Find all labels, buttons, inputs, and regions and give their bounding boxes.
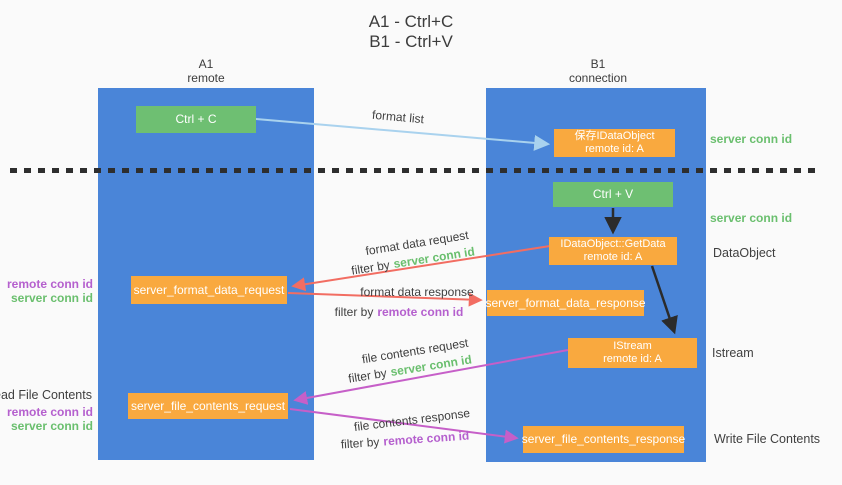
remote-conn-id-text-1: remote conn id: [377, 305, 464, 319]
title-line-2: B1 - Ctrl+V: [369, 32, 453, 51]
side-label-server-conn-id-mid: server conn id: [710, 211, 793, 225]
node-ctrl-c: Ctrl + C: [136, 106, 256, 133]
filter-by-text-4: filter by: [340, 434, 380, 452]
column-b1-name: B1: [590, 57, 606, 71]
node-file-response-label: server_file_contents_response: [521, 432, 686, 446]
side-label-istream: Istream: [712, 346, 754, 360]
filter-by-text-1: filter by: [350, 257, 391, 278]
side-label-read-file-contents: Read File Contents: [0, 388, 92, 402]
node-server-format-data-request: server_format_data_request: [131, 276, 287, 304]
node-idataobject-getdata: IDataObject::GetData remote id: A: [549, 237, 677, 265]
node-getdata-line1: IDataObject::GetData: [560, 238, 666, 250]
remote-conn-id-text-2: remote conn id: [382, 428, 470, 449]
node-ctrl-c-label: Ctrl + C: [175, 112, 217, 126]
side-label-conn-ids-lower: remote conn id server conn id: [7, 405, 93, 433]
left-server-conn-id-2: server conn id: [10, 419, 93, 433]
diagram-title: A1 - Ctrl+C B1 - Ctrl+V: [0, 12, 822, 52]
side-label-conn-ids-upper: remote conn id server conn id: [7, 277, 93, 305]
node-format-response-label: server_format_data_response: [485, 295, 646, 310]
column-a1-subtitle: remote: [187, 71, 225, 85]
title-line-1: A1 - Ctrl+C: [368, 12, 454, 31]
node-server-format-data-response: server_format_data_response: [485, 290, 646, 316]
node-ctrl-v: Ctrl + V: [553, 182, 673, 207]
node-istream-line2: remote id: A: [603, 353, 662, 365]
column-b1-subtitle: connection: [568, 71, 628, 85]
node-format-request-label: server_format_data_request: [133, 282, 285, 297]
edge-label-format-data-response: format data response: [360, 285, 474, 299]
column-header-b1: B1 connection: [498, 57, 698, 85]
node-server-file-contents-response: server_file_contents_response: [521, 426, 686, 453]
side-label-write-file-contents: Write File Contents: [714, 432, 821, 446]
node-istream: IStream remote id: A: [568, 338, 697, 368]
node-server-file-contents-request: server_file_contents_request: [128, 393, 288, 419]
node-save-idataobject-line1: 保存IDataObject: [574, 130, 655, 142]
node-save-idataobject-line2: remote id: A: [585, 143, 644, 155]
side-label-dataobject: DataObject: [713, 246, 776, 260]
filter-by-text-2: filter by: [334, 305, 374, 319]
side-label-server-conn-id-top: server conn id: [710, 132, 793, 146]
node-save-idataobject: 保存IDataObject remote id: A: [554, 129, 675, 157]
column-header-a1: A1 remote: [106, 57, 306, 85]
left-server-conn-id-1: server conn id: [10, 291, 93, 305]
edge-label-format-list: format list: [371, 107, 425, 127]
session-divider-dotted-line: [10, 168, 822, 173]
left-remote-conn-id-2: remote conn id: [6, 405, 93, 419]
filter-by-text-3: filter by: [347, 365, 388, 386]
left-remote-conn-id-1: remote conn id: [6, 277, 93, 291]
node-ctrl-v-label: Ctrl + V: [592, 187, 634, 201]
node-istream-line1: IStream: [613, 340, 652, 352]
node-getdata-line2: remote id: A: [583, 251, 643, 263]
node-file-request-label: server_file_contents_request: [130, 398, 286, 413]
column-a1-name: A1: [198, 57, 214, 71]
